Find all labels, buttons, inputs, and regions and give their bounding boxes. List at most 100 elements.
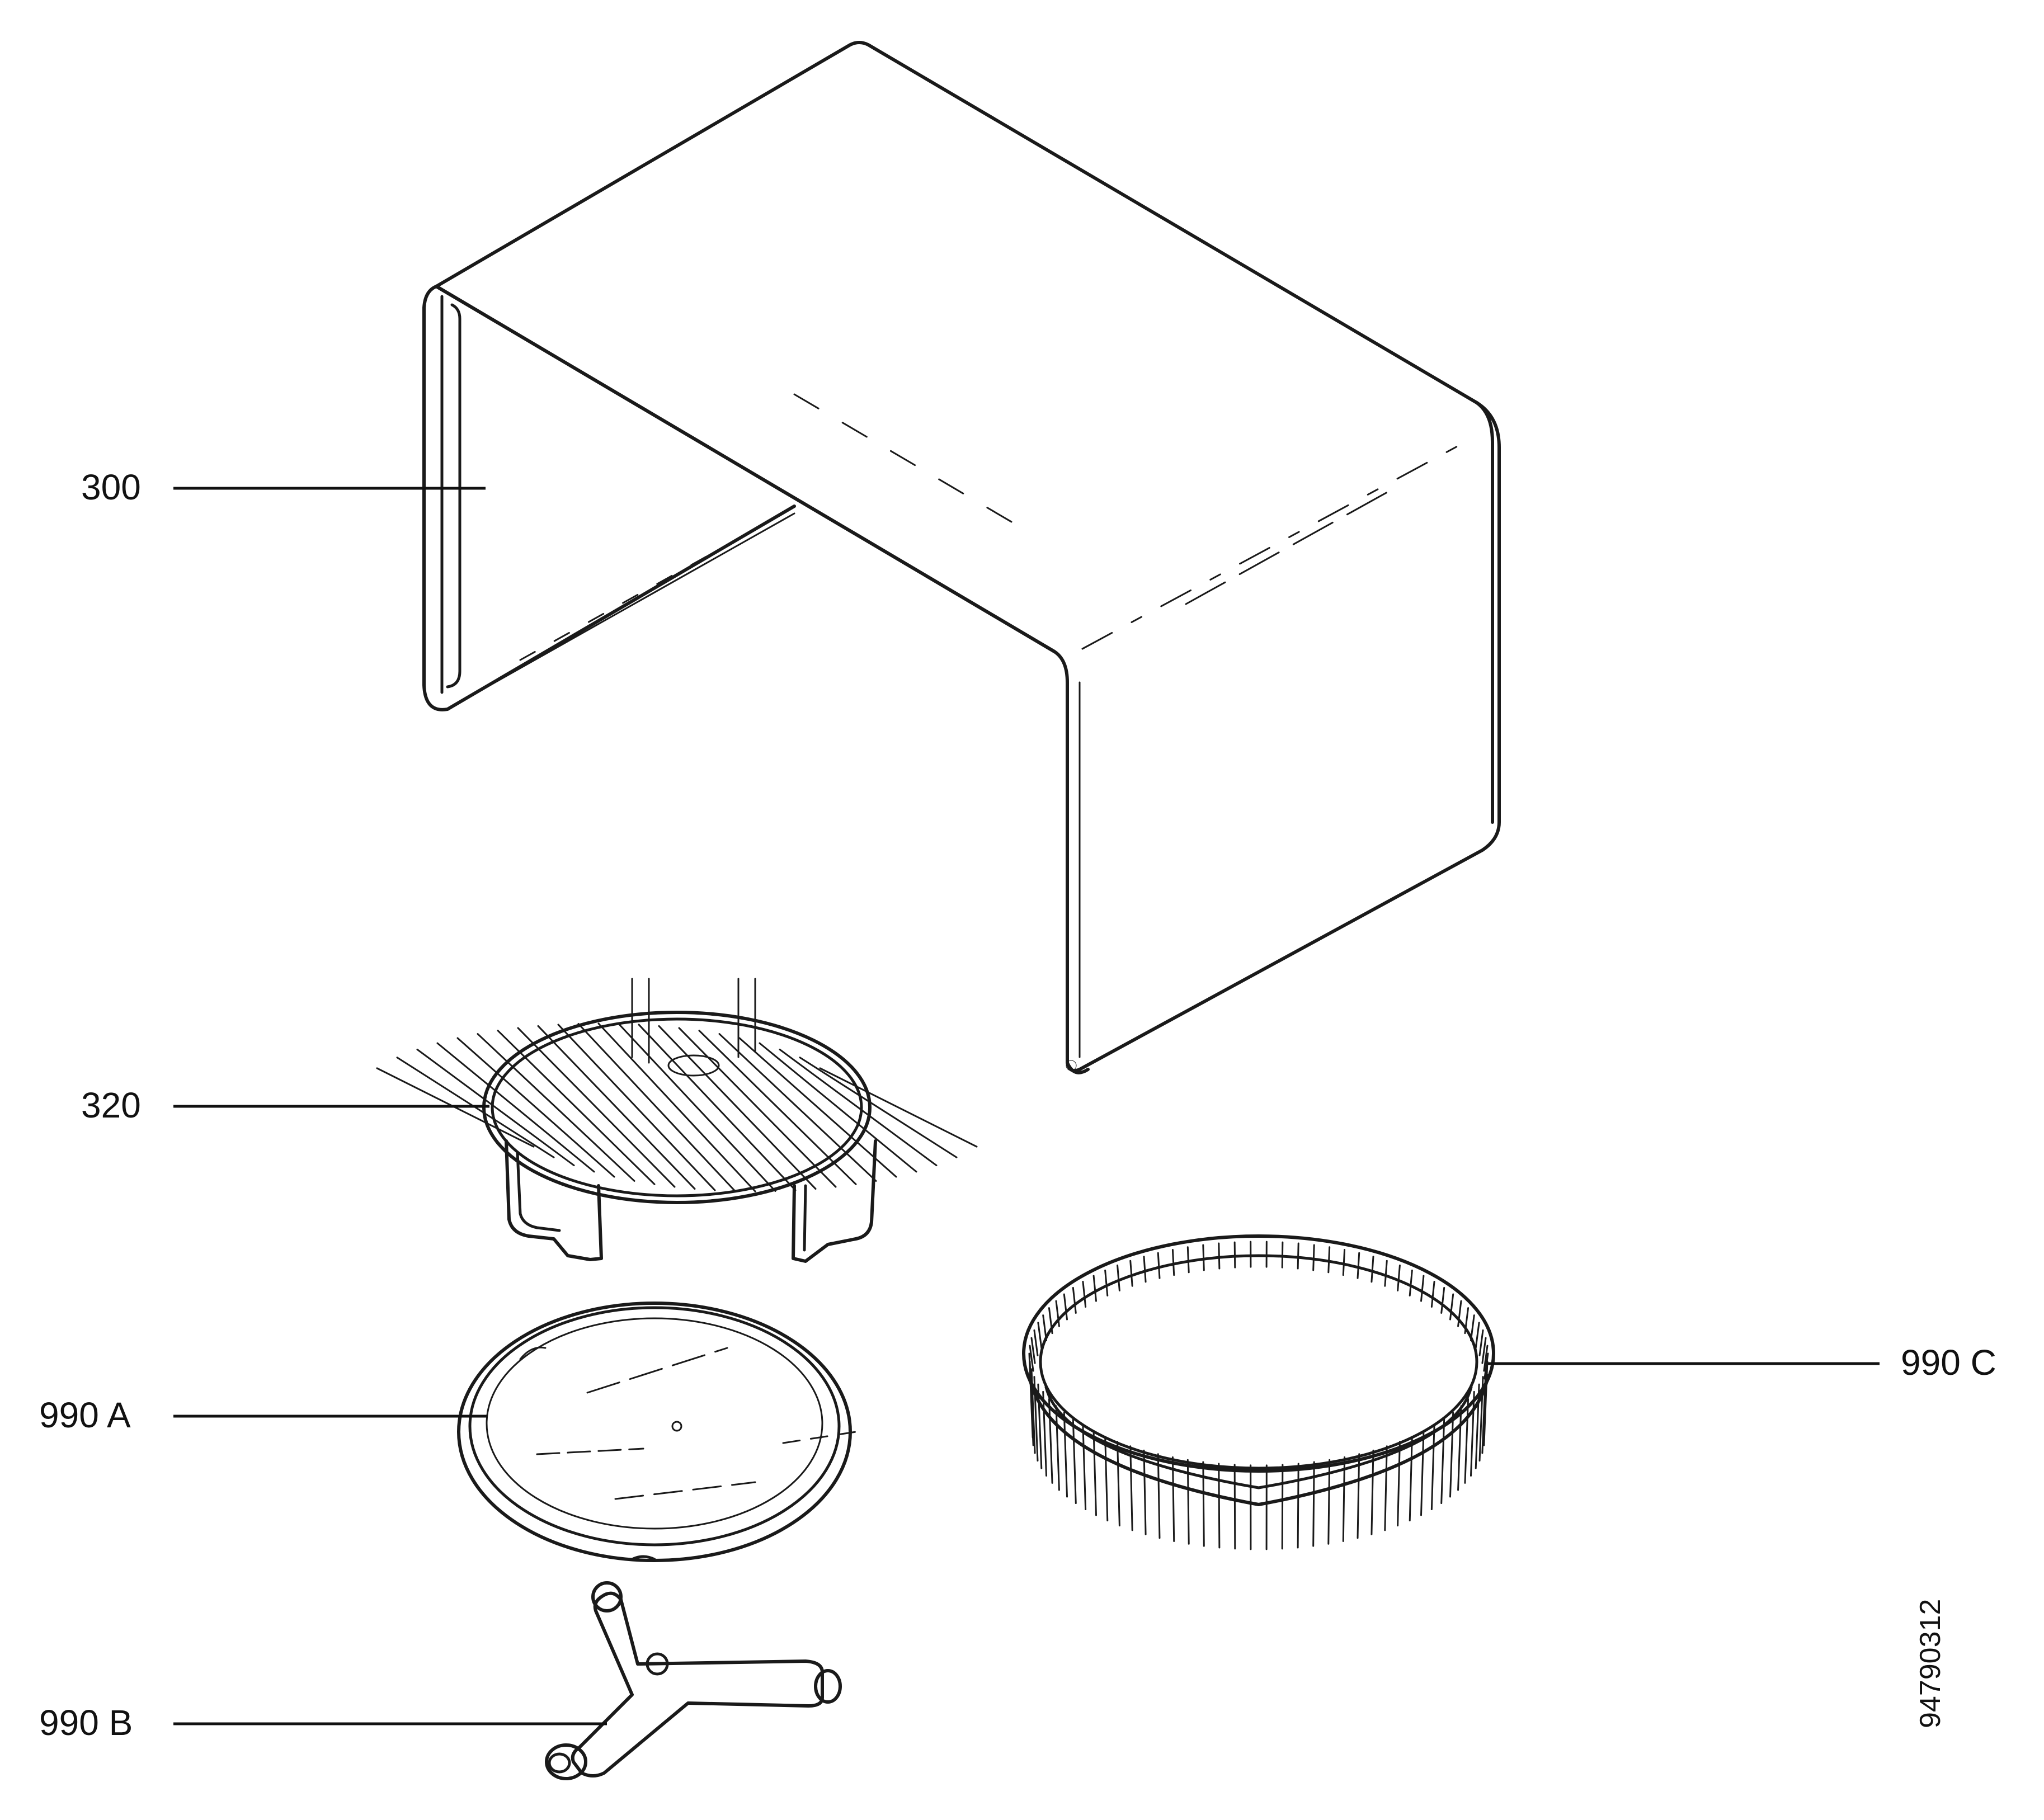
dish-flute	[1397, 1264, 1401, 1291]
dish-flute	[1483, 1360, 1489, 1446]
rack-bar	[779, 1048, 938, 1167]
dish-flute	[1409, 1269, 1413, 1296]
dish-flute	[1037, 1322, 1043, 1349]
dish-flute	[1370, 1449, 1374, 1535]
rack-bar	[477, 1033, 635, 1182]
dish-flute	[1063, 1412, 1068, 1498]
dish-flute	[1143, 1256, 1147, 1283]
dish-flute	[1117, 1264, 1120, 1291]
dish-flute	[1481, 1368, 1487, 1454]
dish-flute	[1397, 1441, 1401, 1527]
dish-flute	[1030, 1337, 1036, 1364]
dish-flute	[1028, 1352, 1034, 1439]
rack-bar	[658, 1025, 817, 1190]
dish-flute	[1409, 1436, 1413, 1522]
dish-flute	[1457, 1300, 1462, 1327]
dish-flute	[1327, 1246, 1331, 1274]
dish-flute	[1449, 1293, 1454, 1321]
dish-flute	[1171, 1456, 1175, 1542]
turntable-coupler	[545, 1581, 842, 1780]
dish-flute	[1342, 1249, 1346, 1276]
label-990c: 990 C	[1901, 1342, 1996, 1383]
dish-flute	[1092, 1275, 1097, 1302]
rack-bar	[497, 1030, 656, 1185]
rack-bar	[557, 1024, 716, 1191]
dish-flute	[1104, 1436, 1109, 1522]
dish-flute	[1312, 1244, 1315, 1271]
dish-flute	[1055, 1405, 1060, 1491]
dish-flute	[1048, 1398, 1053, 1484]
dish-flute	[1157, 1252, 1161, 1279]
rack-bar	[416, 1048, 575, 1167]
dish-flute	[1430, 1280, 1435, 1308]
rack-bar	[738, 1037, 897, 1178]
dish-flute	[1357, 1252, 1360, 1279]
rack-bar	[698, 1030, 857, 1185]
dish-flute	[1029, 1345, 1034, 1372]
label-990b: 990 B	[39, 1703, 133, 1743]
dish-flute	[1063, 1293, 1068, 1321]
cover-hood	[422, 41, 1501, 1074]
rack-bar	[537, 1025, 696, 1190]
rack-bar	[517, 1027, 676, 1188]
dish-flute	[1117, 1441, 1120, 1527]
dish-flute	[1420, 1430, 1425, 1516]
dish-flute	[1055, 1300, 1060, 1327]
rack-bar	[718, 1033, 877, 1182]
grill-rack	[376, 978, 978, 1263]
dish-flute	[1481, 1337, 1487, 1364]
dish-flute	[1202, 1461, 1205, 1547]
dish-flute	[1440, 1418, 1445, 1505]
rack-bar	[436, 1042, 595, 1173]
dish-flute	[1072, 1418, 1077, 1505]
dish-flute	[1470, 1314, 1475, 1342]
dish-flute	[1357, 1453, 1360, 1539]
label-320: 320	[81, 1085, 141, 1125]
dish-flute	[1430, 1425, 1435, 1511]
label-300: 300	[81, 467, 141, 507]
glass-turntable	[457, 1302, 857, 1562]
dish-flute	[1042, 1390, 1048, 1477]
dish-flute	[1092, 1430, 1097, 1516]
rack-bar	[678, 1027, 837, 1188]
dish-flute	[1312, 1461, 1315, 1547]
dish-flute	[1037, 1383, 1043, 1469]
dish-flute	[1082, 1280, 1087, 1308]
dish-flute	[1420, 1275, 1425, 1302]
dish-flute	[1457, 1405, 1462, 1491]
dish-flute	[1483, 1345, 1489, 1372]
dish-flute	[1464, 1398, 1470, 1484]
rack-bar	[799, 1057, 958, 1158]
rack-bar	[618, 1022, 776, 1192]
dish-flute	[1048, 1307, 1053, 1335]
dish-flute	[1186, 1459, 1190, 1545]
label-990a: 990 A	[39, 1395, 131, 1435]
dish-flutes	[1028, 1241, 1489, 1550]
rack-bar	[759, 1042, 917, 1173]
dish-flute	[1440, 1286, 1445, 1314]
dish-flute	[1033, 1376, 1039, 1462]
dish-flute	[1186, 1246, 1190, 1274]
dish-flute	[1157, 1453, 1161, 1539]
fluted-dish	[1022, 1234, 1495, 1550]
dish-flute	[1171, 1249, 1175, 1276]
dish-flute	[1033, 1329, 1039, 1356]
dish-flute	[1449, 1412, 1454, 1498]
dish-flute	[1143, 1449, 1147, 1535]
dish-flute	[1384, 1445, 1388, 1531]
dish-flute	[1470, 1390, 1475, 1477]
dish-flute	[1104, 1269, 1109, 1296]
dish-flute	[1042, 1314, 1048, 1342]
dish-flute	[1281, 1241, 1284, 1269]
rack-bar	[456, 1037, 615, 1178]
dish-flute	[1082, 1425, 1087, 1511]
dish-flute	[1464, 1307, 1470, 1335]
rack-bar	[819, 1067, 978, 1148]
dish-flute	[1370, 1256, 1374, 1283]
rack-bar	[638, 1024, 797, 1191]
dish-flute	[1202, 1244, 1205, 1271]
dish-flute	[1030, 1368, 1036, 1454]
rack-bars	[376, 1022, 978, 1192]
dish-flute	[1072, 1286, 1077, 1314]
